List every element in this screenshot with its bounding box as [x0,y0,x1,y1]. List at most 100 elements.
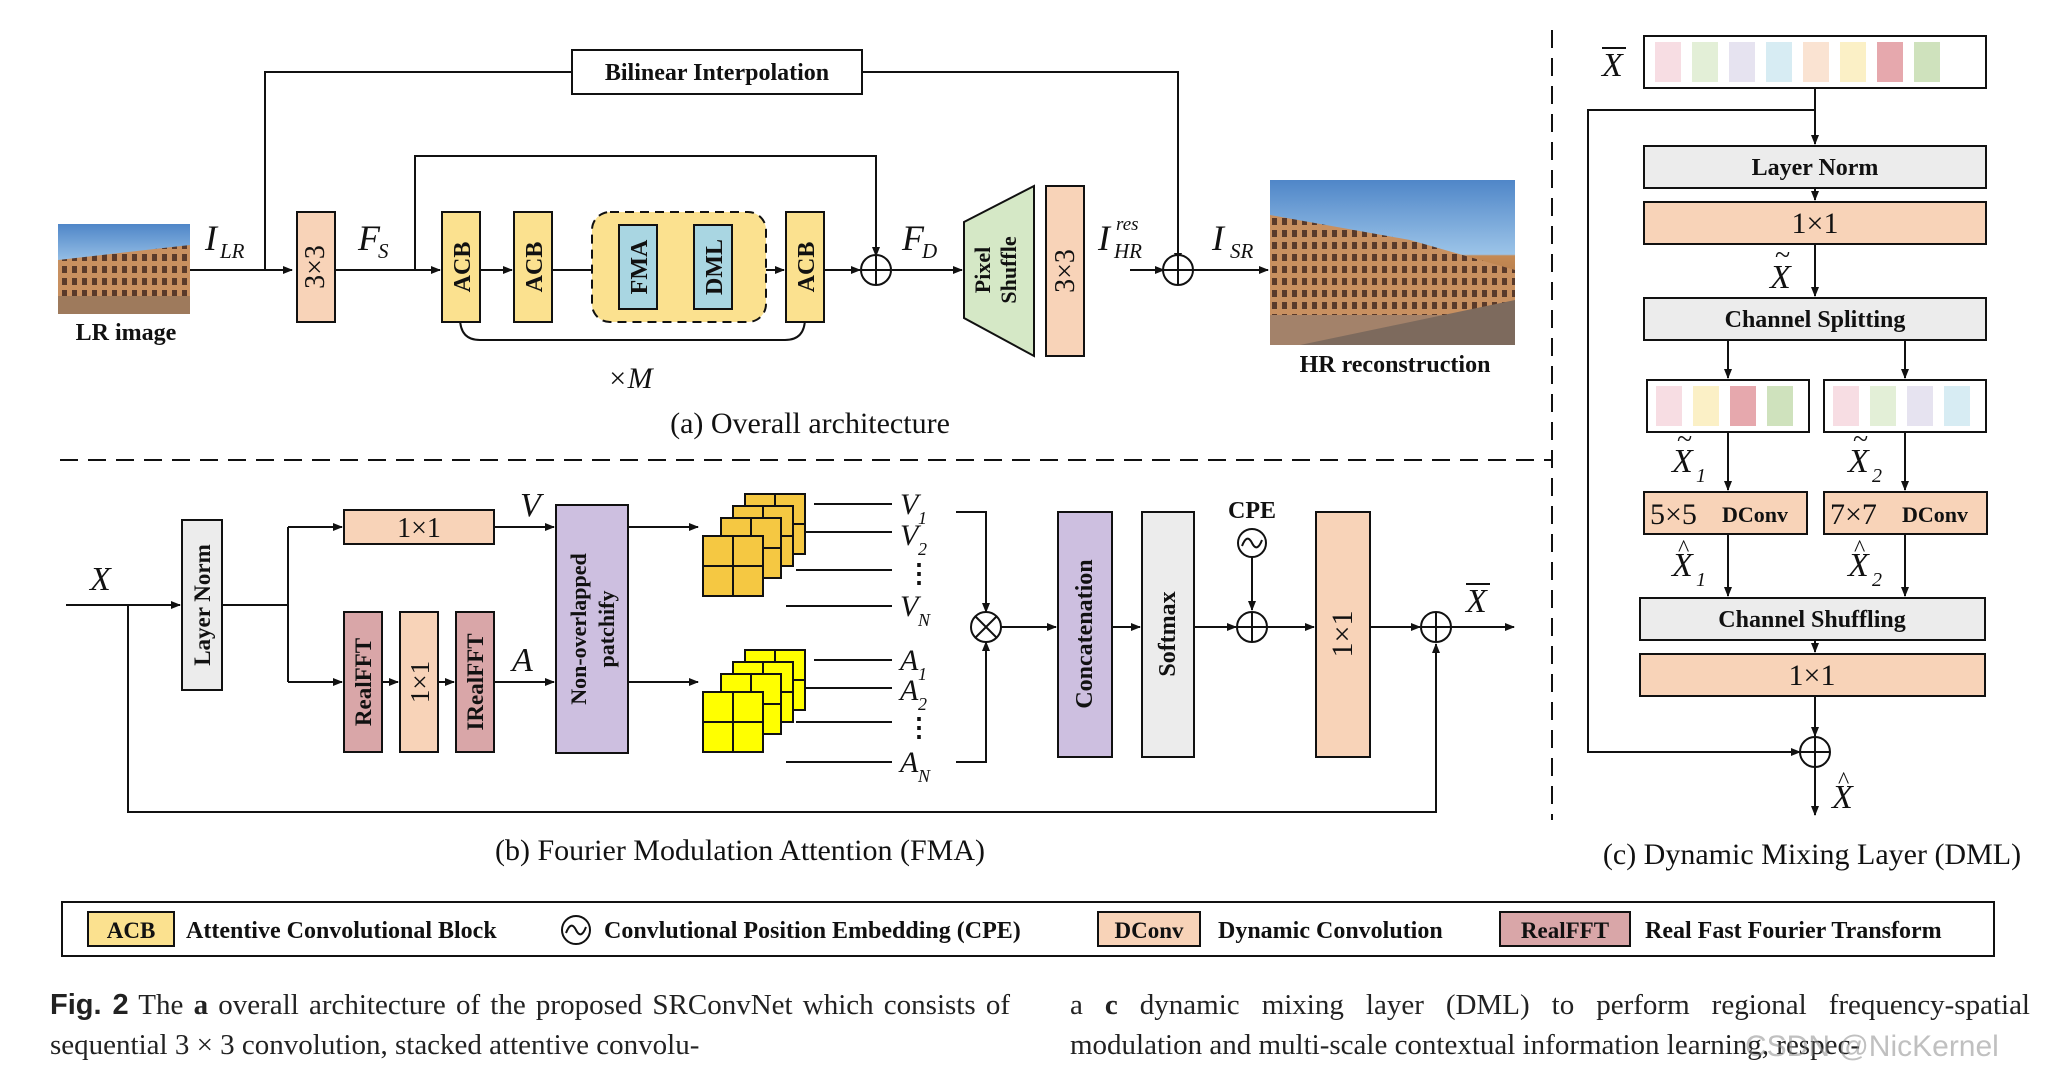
dconv7x7-label: 7×7 DConv [1830,498,1968,531]
xtilde-label: X ~ [1768,240,1792,296]
svg-text:N: N [917,610,931,630]
ilr-label: I LR [204,218,245,263]
svg-text:2: 2 [918,694,927,714]
legend-realfft-key: RealFFT [1521,918,1609,943]
layer-norm-label-b: Layer Norm [190,544,215,666]
svg-text:S: S [378,239,389,263]
acb-box-2 [513,211,553,323]
sum-node-2 [1162,254,1194,286]
dconv5x5-box [1643,491,1808,535]
xhat-output-label: X ^ [1830,768,1854,816]
lr-image-thumbnail [58,224,190,314]
svg-text:X: X [1670,443,1694,480]
svg-text:1: 1 [1696,569,1706,591]
conv1x1-label-b-top: 1×1 [397,513,441,544]
softmax-box [1141,511,1195,758]
legend-dconv-key: DConv [1114,918,1184,943]
xt1-label: X ~ 1 [1670,424,1706,487]
irealfft-box [455,611,495,753]
svg-text:V: V [900,488,922,521]
conv1x1-label-c-top: 1×1 [1792,207,1839,240]
caption-right-text-1: a [1070,989,1105,1021]
channel-splitting-label: Channel Splitting [1725,307,1906,333]
fs-label: F S [357,218,389,263]
pixel-shuffle-trapezoid [963,184,1035,358]
concatenation-box [1057,511,1113,758]
svg-text:X: X [1830,779,1854,816]
layer-norm-box-c [1643,145,1987,189]
caption-left-text-2: overall architecture of the proposed SRC… [50,989,1010,1061]
isr-label: I SR [1211,218,1254,263]
irealfft-label: IRealFFT [463,633,488,730]
bilinear-interpolation-box [571,49,863,95]
panel-c-caption: (c) Dynamic Mixing Layer (DML) [1603,838,2021,871]
svg-text:~: ~ [1775,240,1790,271]
sum-node-1 [860,254,892,286]
v-patch-stack [702,493,806,597]
panel-a-overall-architecture [58,49,1515,358]
svg-text:1: 1 [918,508,927,528]
times-m-label: ×M [607,362,654,395]
patchify-label-1: Non-overlapped [566,553,591,705]
watermark-text: CSDN @NicKernel [1745,1030,1999,1063]
cpe-label: CPE [1228,498,1276,524]
conv1x1-label-b-mid: 1×1 [405,661,435,703]
svg-text:I: I [1211,218,1226,258]
dconv7x7-box [1823,491,1988,535]
svg-text:1: 1 [1696,465,1706,487]
figure-label: Fig. 2 [50,989,129,1021]
legend-realfft-swatch [1499,911,1631,947]
svg-text:LR: LR [219,239,245,263]
cpe-sum-node [1236,611,1268,643]
svg-text:^: ^ [1838,768,1849,794]
svg-text:F: F [357,218,381,258]
svg-text:I: I [204,218,219,258]
realfft-box [343,611,383,753]
xt2-label: X ~ 2 [1846,424,1882,487]
svg-text:X: X [1768,259,1792,296]
ihr-res-label: I res HR [1097,214,1142,263]
svg-text:I: I [1097,218,1112,258]
shuffle-label: Shuffle [996,236,1021,303]
channel-splitting-box [1643,297,1987,341]
conv3x3-label-2: 3×3 [1050,249,1081,293]
legend-dconv-swatch [1097,911,1201,947]
svg-text:HR: HR [1113,239,1142,263]
x-input-label: X [88,561,112,598]
svg-text:7×7: 7×7 [1830,498,1877,531]
realfft-label: RealFFT [351,638,376,726]
svg-text:DConv: DConv [1902,502,1968,527]
xh2-label: X ^ 2 [1846,536,1882,591]
acb-box-3 [785,211,825,323]
svg-text:~: ~ [1677,424,1692,455]
cpe-icon [1237,528,1267,558]
svg-text:A: A [898,674,919,707]
acb-box-1 [441,211,481,323]
svg-text:~: ~ [1853,424,1868,455]
svg-text:X: X [1846,547,1870,584]
fma-box [618,224,658,310]
legend-acb-desc: Attentive Convolutional Block [186,918,497,944]
svg-text:A: A [898,644,919,677]
bilinear-label: Bilinear Interpolation [605,60,829,86]
caption-right-text-2: dynamic mixing layer (DML) to perform re… [1070,989,2030,1061]
concatenation-label: Concatenation [1072,559,1098,708]
svg-text:A: A [898,746,919,779]
svg-text:V: V [900,590,922,623]
legend-dconv-desc: Dynamic Convolution [1218,918,1443,944]
caption-bold-a: a [193,989,209,1021]
caption-left-text-1: The [128,989,194,1021]
conv1x1-box-b-mid [399,611,439,753]
caption-bold-c: c [1104,989,1118,1021]
svg-text:SR: SR [1230,239,1254,263]
svg-text:1: 1 [918,664,927,684]
panel-c-dml [1587,35,1988,816]
conv1x1-box-c-bottom [1639,653,1986,697]
caption-right-column: a c dynamic mixing layer (DML) to perfor… [1070,985,2030,1065]
svg-text:2: 2 [918,539,927,559]
residual-sum-node-b [1420,611,1452,643]
dml-label: DML [702,239,728,295]
